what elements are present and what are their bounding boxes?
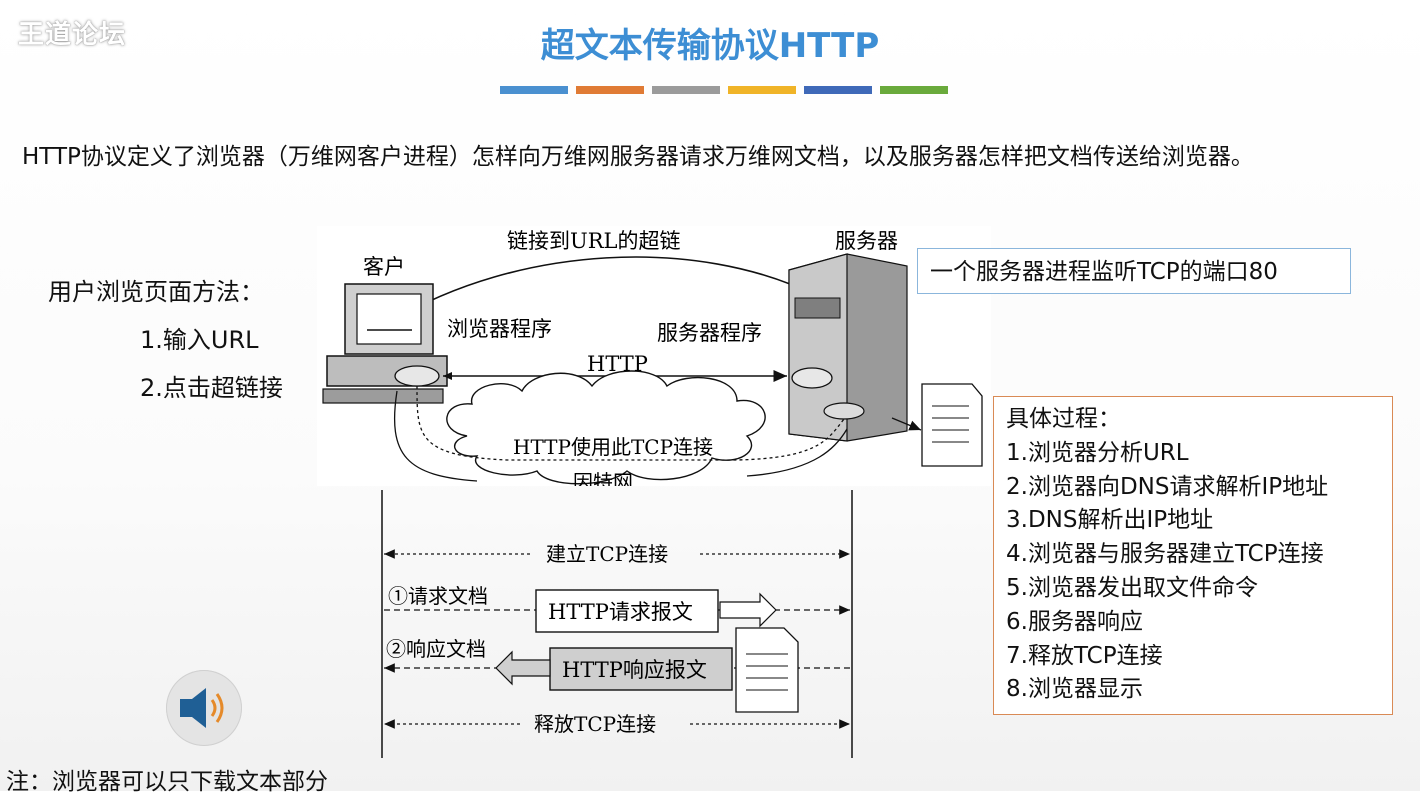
http-label: HTTP	[587, 352, 648, 376]
process-step: 3.DNS解析出IP地址	[1006, 507, 1214, 534]
hyperlink-arrow	[391, 256, 818, 322]
establish-tcp-label: 建立TCP连接	[546, 542, 668, 566]
document-icon	[891, 383, 983, 467]
color-bar-segment	[500, 86, 568, 94]
server-port-note: 一个服务器进程监听TCP的端口80	[917, 248, 1351, 294]
server-program-label: 服务器程序	[657, 321, 762, 345]
method-item: 2.点击超链接	[140, 374, 283, 402]
browser-label: 浏览器程序	[447, 317, 552, 341]
speaker-icon[interactable]	[166, 670, 242, 746]
tcp-sequence-diagram: 建立TCP连接 ①请求文档 HTTP请求报文 ②响应文档 HTTP响应报文 释放…	[381, 490, 853, 758]
color-bar-segment	[728, 86, 796, 94]
process-step: 5.浏览器发出取文件命令	[1006, 574, 1258, 601]
tcp-connection-line	[416, 385, 845, 461]
process-heading: 具体过程：	[1006, 406, 1121, 432]
tcp-label: HTTP使用此TCP连接	[513, 435, 713, 459]
release-tcp-label: 释放TCP连接	[534, 712, 656, 736]
process-step: 8.浏览器显示	[1006, 676, 1143, 703]
hyperlink-label: 链接到URL的超链	[507, 229, 680, 253]
http-request-box	[535, 589, 719, 633]
browse-methods: 用户浏览页面方法： 1.输入URL 2.点击超链接	[48, 268, 283, 412]
process-steps-box: 具体过程： 1.浏览器分析URL 2.浏览器向DNS请求解析IP地址 3.DNS…	[993, 396, 1393, 715]
watermark-logo: 王道论坛	[18, 20, 127, 50]
request-box-arrow-icon	[719, 592, 777, 628]
http-request-label: HTTP请求报文	[548, 600, 693, 624]
request-step-label: ①请求文档	[388, 584, 488, 608]
network-curve	[393, 390, 848, 482]
internet-label: 因特网	[573, 470, 633, 486]
intro-paragraph: HTTP协议定义了浏览器（万维网客户进程）怎样向万维网服务器请求万维网文档，以及…	[22, 144, 1254, 170]
http-diagram-svg: 链接到URL的超链 客户 服务器 浏览器程序 服务器程序 HTTP HTTP使用…	[322, 229, 983, 494]
process-step: 6.服务器响应	[1006, 608, 1143, 635]
color-bar-segment	[804, 86, 872, 94]
server-label: 服务器	[835, 229, 898, 253]
process-step: 7.释放TCP连接	[1006, 642, 1163, 669]
process-step: 2.浏览器向DNS请求解析IP地址	[1006, 473, 1329, 500]
http-response-box	[549, 647, 733, 691]
http-response-label: HTTP响应报文	[562, 658, 707, 682]
color-bar-segment	[652, 86, 720, 94]
internet-cloud-icon	[446, 370, 766, 485]
client-label: 客户	[363, 255, 405, 279]
response-step-label: ②响应文档	[386, 637, 486, 661]
process-step: 1.浏览器分析URL	[1006, 439, 1189, 466]
server-tower-icon	[788, 253, 908, 442]
response-box-arrow-icon	[495, 650, 551, 686]
slide-title: 超文本传输协议HTTP	[540, 26, 880, 66]
process-step: 4.浏览器与服务器建立TCP连接	[1006, 541, 1324, 568]
method-item: 1.输入URL	[140, 326, 259, 354]
response-document-icon	[735, 627, 799, 713]
client-computer-icon	[322, 283, 448, 404]
http-diagram: 链接到URL的超链 客户 服务器 浏览器程序 服务器程序 HTTP HTTP使用…	[317, 226, 991, 494]
color-bar-segment	[576, 86, 644, 94]
title-color-bar	[500, 86, 948, 94]
color-bar-segment	[880, 86, 948, 94]
speaker-glyph-icon	[180, 688, 224, 728]
methods-heading: 用户浏览页面方法：	[48, 278, 264, 306]
